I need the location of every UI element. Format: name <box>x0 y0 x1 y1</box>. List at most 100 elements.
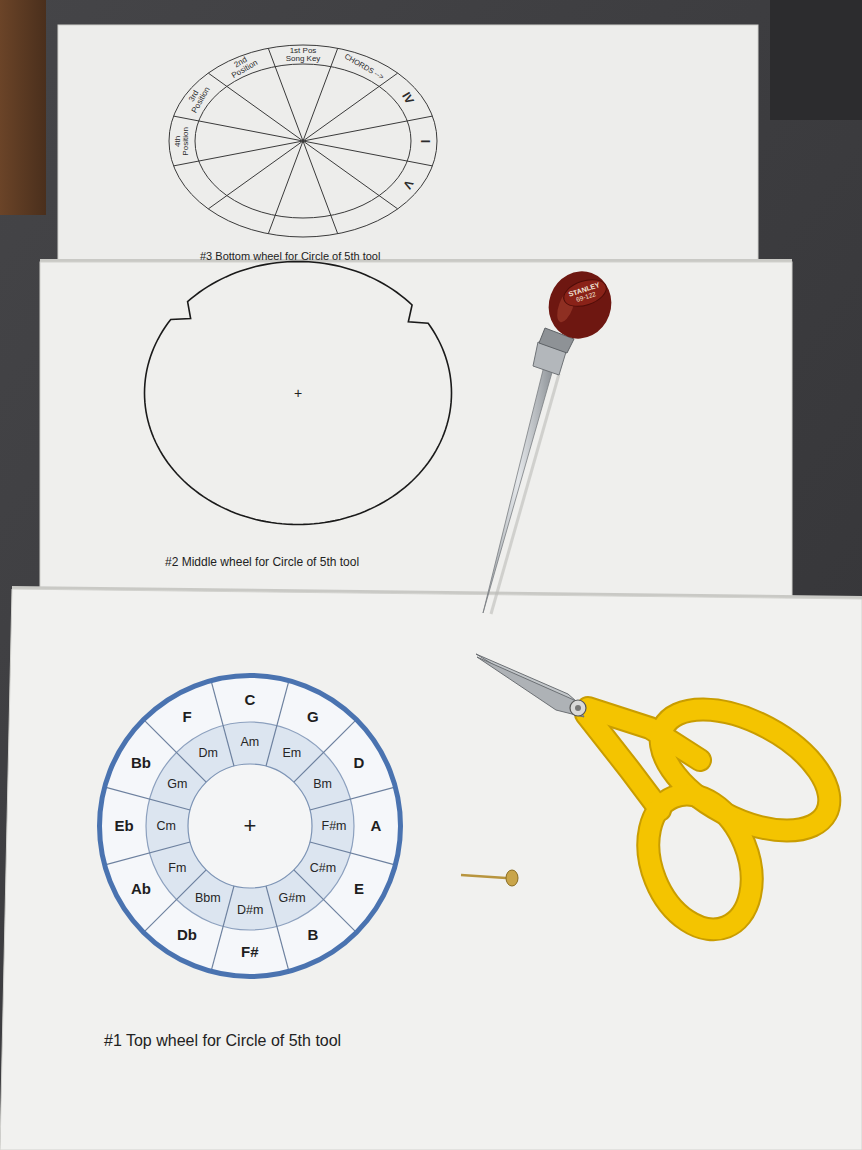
key-label: D#m <box>237 904 263 917</box>
key-label: F#m <box>322 820 347 833</box>
key-label: A <box>371 818 382 834</box>
awl-end-cap <box>560 275 609 311</box>
center-mark: + <box>294 386 302 400</box>
major-key-segment: F# <box>239 943 261 961</box>
key-label: Gm <box>167 778 187 791</box>
scissors-blade <box>477 657 584 717</box>
sheet-caption: #3 Bottom wheel for Circle of 5th tool <box>200 250 380 262</box>
top-wheel-rings <box>100 676 400 976</box>
table-shadow <box>770 0 862 120</box>
minor-key-segment: Em <box>281 746 304 761</box>
key-label: Em <box>283 747 302 760</box>
key-label: G <box>307 709 319 725</box>
scissors-pivot <box>575 705 581 711</box>
key-label: B <box>308 927 319 943</box>
key-label: C <box>245 692 256 708</box>
wheel-segment: I <box>417 137 432 144</box>
brad-fastener <box>461 870 518 886</box>
wheel-segment: CHORDS --> <box>340 50 386 83</box>
key-label: Cm <box>157 820 176 833</box>
key-label: C#m <box>310 862 336 875</box>
wood-corner <box>0 0 46 215</box>
scissors-handle <box>586 714 660 810</box>
minor-key-segment: D#m <box>235 903 265 918</box>
segment-divider <box>294 720 356 782</box>
minor-key-segment: C#m <box>308 861 338 876</box>
segment-label: 1st Pos Song Key <box>281 47 325 64</box>
paper-sheet <box>0 589 862 1150</box>
segment-label: IV <box>400 90 417 106</box>
key-label: Bbm <box>195 892 221 905</box>
wheel-segment: 1st Pos Song Key <box>279 46 327 65</box>
paper-sheet <box>58 25 758 290</box>
wheel-segment: 4th Position <box>173 121 192 161</box>
segment-divider <box>144 720 206 782</box>
key-label: Bm <box>313 778 332 791</box>
sheet-caption: #2 Middle wheel for Circle of 5th tool <box>165 555 359 569</box>
segment-divider <box>105 787 190 810</box>
minor-key-segment: Dm <box>197 746 220 761</box>
sheet-caption: #1 Top wheel for Circle of 5th tool <box>104 1032 341 1050</box>
major-key-segment: Eb <box>113 817 136 835</box>
middle-wheel: + <box>143 260 453 526</box>
bottom-wheel <box>169 45 437 237</box>
major-key-segment: Db <box>175 926 199 944</box>
major-ring <box>100 676 400 976</box>
key-label: E <box>354 881 364 897</box>
wheel-spoke <box>174 116 433 166</box>
segment-dividers <box>105 681 395 971</box>
major-key-segment: G <box>305 708 321 726</box>
segment-label: 4th Position <box>174 123 191 159</box>
minor-key-segment: Bbm <box>193 891 223 906</box>
paper-sheet: #2 Middle wheel for Circle of 5th tool + <box>40 262 792 602</box>
wheel-segment: IV <box>398 88 418 109</box>
scissors <box>476 654 849 945</box>
key-label: D <box>354 755 365 771</box>
segment-label: CHORDS --> <box>342 52 384 81</box>
wheel-outline <box>145 262 452 525</box>
key-label: Am <box>241 736 260 749</box>
major-key-segment: Ab <box>129 880 153 898</box>
minor-key-segment: Bm <box>311 777 334 792</box>
wheel-segment: V <box>398 175 417 193</box>
paper-sheet <box>40 262 792 602</box>
major-key-segment: A <box>369 817 384 835</box>
segment-label: I <box>418 139 431 142</box>
wheel-outline <box>169 45 437 237</box>
brad-head <box>506 870 518 886</box>
minor-key-segment: F#m <box>320 819 349 834</box>
key-label: Ab <box>131 881 151 897</box>
minor-key-segment: Cm <box>155 819 178 834</box>
major-key-segment: E <box>352 880 366 898</box>
major-key-segment: C <box>243 691 258 709</box>
key-label: Dm <box>199 747 218 760</box>
segment-label: V <box>400 177 415 190</box>
awl-shadow <box>491 374 559 614</box>
major-key-segment: Bb <box>129 754 153 772</box>
scissors-handle <box>629 779 770 945</box>
segment-label: 3rd Position <box>182 78 215 118</box>
paper-sheet: #3 Bottom wheel for Circle of 5th tool 4t… <box>58 25 758 290</box>
center-disc <box>188 764 312 888</box>
segment-label: 2nd Position <box>223 50 263 83</box>
key-label: Eb <box>115 818 134 834</box>
minor-key-segment: Gm <box>165 777 189 792</box>
awl-shaft <box>483 366 553 613</box>
minor-key-segment: G#m <box>277 891 308 906</box>
key-label: Db <box>177 927 197 943</box>
minor-key-segment: Am <box>239 735 262 750</box>
major-key-segment: F <box>181 708 194 726</box>
key-label: Bb <box>131 755 151 771</box>
wheel-rim <box>100 676 401 977</box>
wheel-spoke <box>174 116 433 166</box>
major-key-segment: D <box>352 754 367 772</box>
top-wheel: +CGDAEBF#DbAbEbBbFAmEmBmF#mC#mG#mD#mBbmF… <box>97 673 403 979</box>
paper-sheet: #1 Top wheel for Circle of 5th tool+CGDA… <box>10 590 862 1150</box>
key-label: Fm <box>168 862 186 875</box>
awl-handle <box>539 262 621 347</box>
key-label: G#m <box>279 892 306 905</box>
wheel-segment: 3rd Position <box>180 76 216 120</box>
